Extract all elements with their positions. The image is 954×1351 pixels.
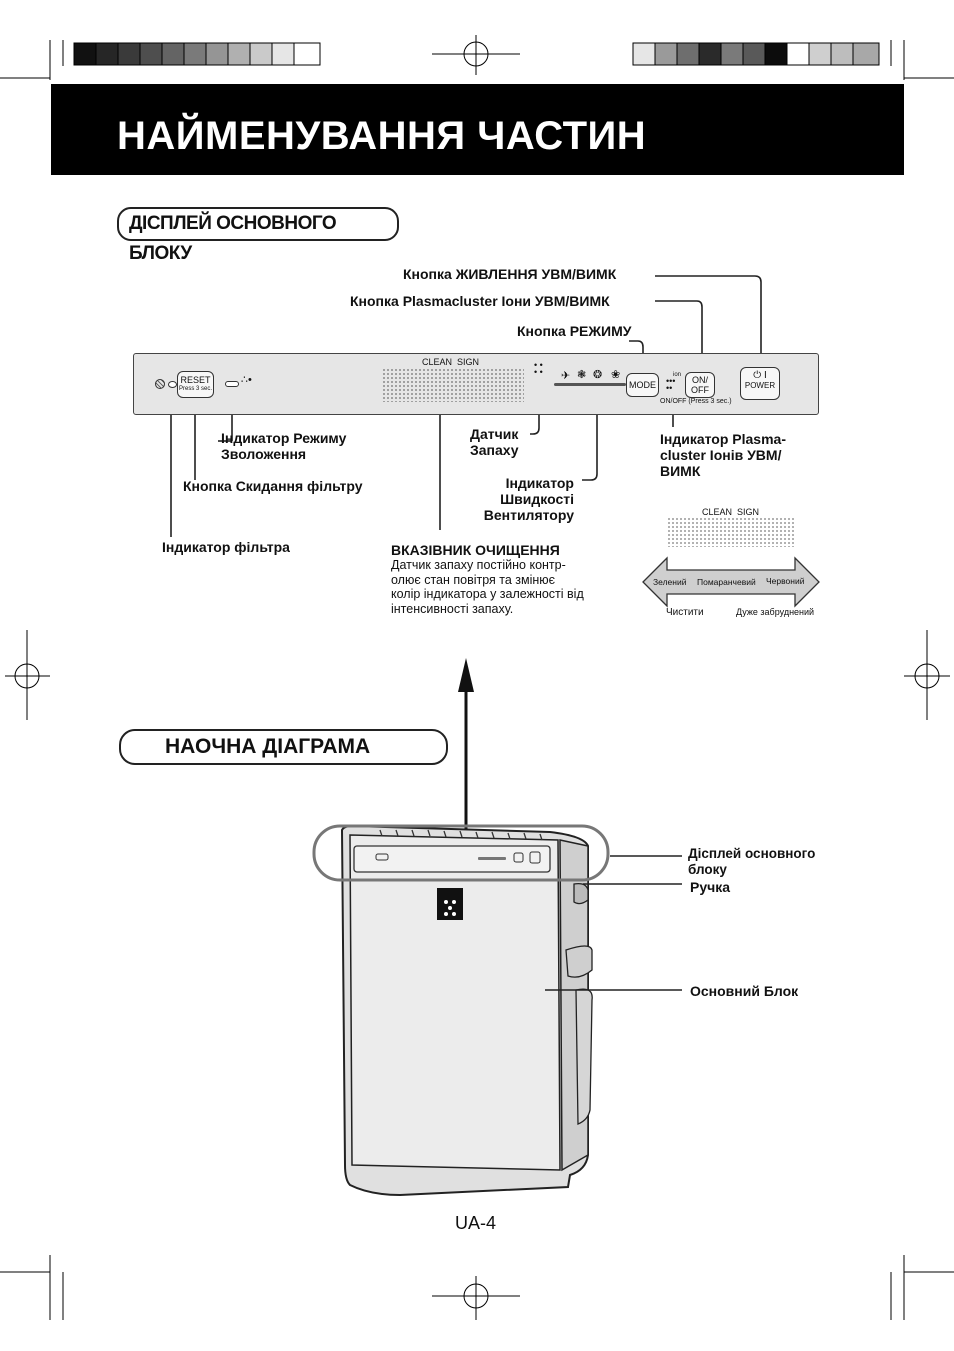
power-icon: ⏻ I bbox=[753, 370, 767, 381]
fan-high-icon: ❀ bbox=[611, 369, 621, 381]
fan-low-icon: ❃ bbox=[577, 369, 587, 381]
callout-main-unit: Основний Блок bbox=[690, 983, 799, 999]
humidify-icon: ∴• bbox=[241, 374, 252, 386]
air-purifier-illustration bbox=[312, 658, 610, 1197]
section-heading-display: ДІСПЛЕЙ ОСНОВНОГО БЛОКУ bbox=[117, 207, 399, 264]
filter-indicator-icon bbox=[155, 379, 165, 389]
clean-sign-description-line2: олює стан повітря та змінює bbox=[391, 572, 556, 587]
callout-plasmacluster-button: Кнопка Plasmacluster Іони УВМ/ВИМК bbox=[350, 293, 610, 309]
callout-fan-speed: Індикатор Швидкості Вентилятору bbox=[470, 475, 574, 523]
scale-clean-sign-label: CLEAN SIGN bbox=[702, 507, 760, 517]
callout-handle: Ручка bbox=[690, 879, 731, 895]
callout-humidify-indicator-line1: Індикатор Режиму bbox=[221, 430, 347, 446]
scale-red: Червоний bbox=[766, 576, 805, 586]
scale-green: Зелений bbox=[653, 577, 687, 587]
callout-main-display: Дісплей основного блоку bbox=[688, 846, 815, 878]
callout-plasma-indicator-line3: ВИМК bbox=[660, 463, 701, 479]
reset-button-hint: Press 3 sec. bbox=[178, 386, 212, 392]
callout-fan-speed-line2: Швидкості bbox=[500, 491, 574, 507]
reset-button-label: RESET bbox=[180, 375, 211, 385]
plasmacluster-icon: ••••• bbox=[666, 376, 676, 393]
callout-main-display-line2: блоку bbox=[688, 862, 727, 877]
onoff-button[interactable]: ON/ OFF bbox=[685, 372, 715, 398]
scale-very-dirty: Дуже забруднений bbox=[736, 607, 815, 617]
callout-odor-sensor: Датчик Запаху bbox=[470, 426, 519, 458]
fan-mid-icon: ❂ bbox=[593, 369, 603, 381]
scale-clean: Чистити bbox=[666, 607, 704, 618]
page-number: UA-4 bbox=[455, 1213, 497, 1233]
callout-odor-sensor-line2: Запаху bbox=[470, 442, 519, 458]
callout-plasma-indicator-line2: cluster Іонів УВМ/ bbox=[660, 447, 782, 463]
callout-filter-indicator: Індикатор фільтра bbox=[162, 539, 290, 555]
callout-humidify-indicator-line2: Зволоження bbox=[221, 446, 307, 462]
callout-fan-speed-line1: Індикатор bbox=[505, 475, 574, 491]
clean-sign-title: ВКАЗІВНИК ОЧИЩЕННЯ bbox=[391, 542, 560, 558]
control-panel: RESET Press 3 sec. ∴• CLEAN SIGN • •• • … bbox=[133, 353, 819, 415]
callout-odor-sensor-line1: Датчик bbox=[470, 426, 519, 442]
reset-button[interactable]: RESET Press 3 sec. bbox=[177, 371, 214, 398]
ion-label: ion bbox=[673, 372, 682, 378]
title-bar: НАЙМЕНУВАННЯ ЧАСТИН bbox=[51, 84, 904, 175]
humidify-indicator-lamp bbox=[225, 381, 239, 387]
onoff-button-line1: ON/ bbox=[691, 375, 708, 385]
callout-main-display-line1: Дісплей основного bbox=[688, 846, 816, 861]
clean-sign-description: Датчик запаху постійно контр- олює стан … bbox=[391, 558, 584, 616]
callout-mode-button: Кнопка РЕЖИМУ bbox=[517, 323, 632, 339]
scale-orange: Помаранчевий bbox=[697, 577, 756, 587]
power-button[interactable]: ⏻ I POWER bbox=[740, 367, 780, 400]
callout-plasma-indicator-line1: Індикатор Plasma- bbox=[660, 431, 786, 447]
page-title: НАЙМЕНУВАННЯ ЧАСТИН bbox=[117, 114, 647, 158]
clean-sign-indicator bbox=[382, 368, 524, 402]
callout-power-button: Кнопка ЖИВЛЕННЯ УВМ/ВИМК bbox=[403, 266, 617, 282]
clean-sign-label: CLEAN SIGN bbox=[422, 357, 480, 367]
callout-plasma-indicator: Індикатор Plasma- cluster Іонів УВМ/ ВИМ… bbox=[660, 431, 786, 479]
scale-arrow bbox=[642, 556, 820, 608]
section-heading-diagram-text: НАОЧНА ДІАГРАМА bbox=[165, 735, 371, 758]
fan-auto-icon: ✈ bbox=[561, 370, 571, 382]
section-heading-display-text: ДІСПЛЕЙ ОСНОВНОГО БЛОКУ bbox=[129, 213, 337, 264]
scale-dotted-indicator bbox=[667, 517, 795, 547]
onoff-button-line2: OFF bbox=[691, 385, 709, 395]
section-heading-diagram: НАОЧНА ДІАГРАМА bbox=[119, 729, 448, 765]
power-button-label: POWER bbox=[744, 381, 776, 390]
clean-sign-description-line4: інтенсивності запаху. bbox=[391, 601, 514, 616]
callout-fan-speed-line3: Вентилятору bbox=[483, 507, 574, 523]
mode-button[interactable]: MODE bbox=[626, 373, 659, 397]
ion-onoff-hint: ON/OFF (Press 3 sec.) bbox=[660, 398, 732, 405]
clean-sign-description-line1: Датчик запаху постійно контр- bbox=[391, 558, 566, 572]
fan-speed-bar bbox=[554, 383, 626, 386]
callout-humidify-indicator: Індикатор Режиму Зволоження bbox=[221, 430, 346, 462]
filter-indicator-lamp bbox=[168, 381, 177, 388]
odor-sensor-dots: • •• • bbox=[534, 360, 543, 377]
clean-sign-description-line3: колір індикатора у залежності від bbox=[391, 587, 584, 601]
callout-filter-reset: Кнопка Скидання фільтру bbox=[183, 478, 363, 494]
